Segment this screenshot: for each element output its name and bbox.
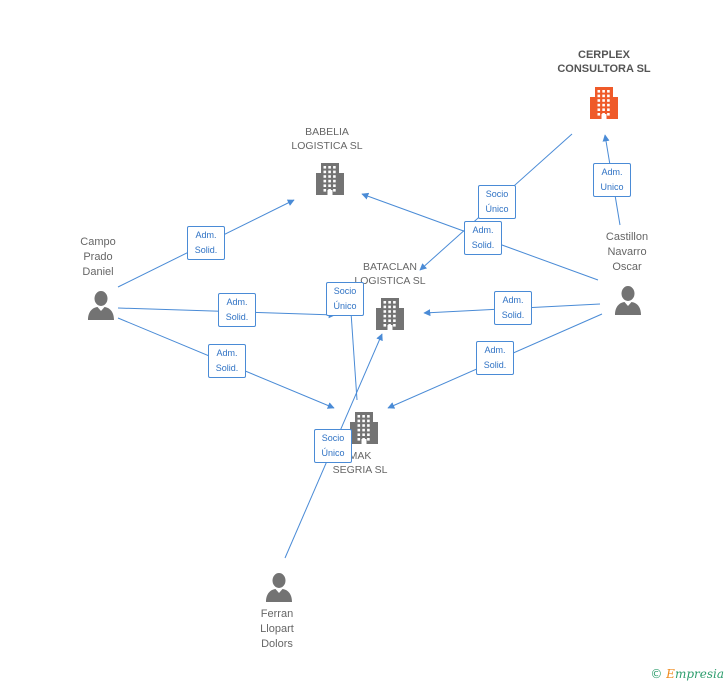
edge-label-cerplex-bataclan[interactable]: Socio Único [478, 185, 516, 219]
copyright-credit: © Empresia [650, 667, 724, 681]
building-icon[interactable] [315, 161, 345, 200]
building-icon[interactable] [349, 410, 379, 449]
edge-label-castillon-babelia[interactable]: Adm. Solid. [464, 221, 502, 255]
edge-label-campo-babelia[interactable]: Adm. Solid. [187, 226, 225, 260]
edge-label-campo-mak[interactable]: Adm. Solid. [208, 344, 246, 378]
brand-name: mpresia [674, 667, 724, 681]
brand-initial: E [666, 667, 675, 681]
edge-label-ferran-bataclan[interactable]: Socio Único [314, 429, 352, 463]
node-label-campo[interactable]: Campo Prado Daniel [80, 236, 116, 278]
edge-label-campo-bataclan[interactable]: Adm. Solid. [218, 293, 256, 327]
edge-label-castillon-bataclan[interactable]: Adm. Solid. [494, 291, 532, 325]
edge-label-mak-babelia[interactable]: Socio Único [326, 282, 364, 316]
node-label-bataclan[interactable]: BATACLAN LOGISTICA SL [354, 261, 426, 287]
node-label-babelia[interactable]: BABELIA LOGISTICA SL [291, 126, 363, 152]
node-label-cerplex[interactable]: CERPLEX CONSULTORA SL [557, 49, 651, 75]
person-icon[interactable] [264, 572, 294, 607]
person-icon[interactable] [86, 290, 116, 325]
building-icon[interactable] [589, 85, 619, 124]
node-label-ferran[interactable]: Ferran Llopart Dolors [260, 608, 294, 650]
building-icon[interactable] [375, 296, 405, 335]
person-icon[interactable] [613, 285, 643, 320]
node-label-mak[interactable]: MAK SEGRIA SL [332, 450, 388, 476]
node-label-castillon[interactable]: Castillon Navarro Oscar [605, 231, 649, 273]
edge-label-castillon-mak[interactable]: Adm. Solid. [476, 341, 514, 375]
edge-label-castillon-cerplex[interactable]: Adm. Unico [593, 163, 631, 197]
copyright-symbol: © [650, 667, 663, 681]
